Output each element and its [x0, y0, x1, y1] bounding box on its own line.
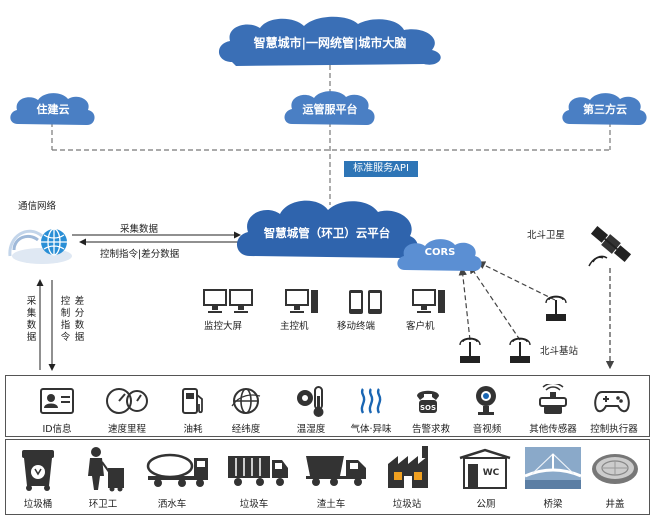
bridge-icon — [524, 447, 582, 489]
gas-odor-icon — [360, 388, 382, 414]
desktop-computer-icon — [285, 289, 318, 313]
cloud-right-label: 第三方云 — [583, 103, 627, 116]
sensor-label-3: 经纬度 — [231, 424, 261, 435]
sensor-label-1: 速度里程 — [107, 424, 146, 435]
sos-phone-icon: SOS — [417, 390, 439, 413]
svg-text:SOS: SOS — [420, 404, 436, 412]
thermometer-icon — [297, 386, 324, 417]
wifi-globe-icon — [8, 228, 72, 264]
vertical-control-label: 控制指令 — [60, 296, 71, 343]
fuel-pump-icon — [182, 388, 203, 414]
garbage-truck-icon — [228, 456, 288, 486]
sensor-label-7: 音视频 — [472, 424, 502, 435]
object-label-8: 井盖 — [605, 499, 625, 510]
cloud-left — [10, 93, 95, 126]
sensor-label-4: 温湿度 — [296, 424, 326, 435]
cloud-top-label: 智慧城市|一网统管|城市大脑 — [253, 36, 407, 50]
svg-text:WC: WC — [483, 468, 500, 478]
object-label-2: 洒水车 — [157, 499, 187, 510]
api-label: 标准服务API — [344, 161, 418, 177]
globe-icon — [231, 388, 261, 414]
client-computer-icon — [412, 289, 445, 313]
cloud-cors-label: CORS — [424, 247, 456, 258]
control-diff-label: 控制指令|差分数据 — [100, 249, 180, 260]
terminal-label-3: 客户机 — [406, 321, 435, 332]
monitor-wall-icon — [203, 289, 253, 313]
dump-truck-icon — [306, 456, 366, 486]
sensor-label-9: 控制执行器 — [590, 424, 638, 435]
base-station-label: 北斗基站 — [540, 346, 579, 357]
cloud-left-label: 住建云 — [36, 103, 70, 116]
speedometer-icon — [106, 388, 148, 414]
cloud-top — [218, 16, 441, 66]
sensor-label-0: ID信息 — [42, 424, 72, 435]
cloud-cors — [397, 239, 482, 272]
object-label-3: 垃圾车 — [239, 499, 269, 510]
manhole-cover-icon — [592, 454, 638, 484]
sensor-icon — [539, 384, 567, 414]
sensor-label-2: 油耗 — [183, 424, 203, 435]
object-label-0: 垃圾桶 — [23, 499, 53, 510]
mobile-phone-icon — [349, 290, 382, 314]
satellite-label: 北斗卫星 — [527, 230, 566, 241]
cloud-middle — [284, 91, 375, 126]
object-label-1: 环卫工 — [88, 499, 118, 510]
object-label-7: 桥梁 — [543, 499, 563, 510]
cloud-right — [562, 93, 647, 126]
terminal-label-0: 监控大屏 — [204, 321, 243, 332]
toilet-icon: WC — [459, 448, 511, 489]
id-card-icon — [40, 388, 74, 414]
sensor-label-8: 其他传感器 — [529, 424, 577, 435]
camera-icon — [476, 386, 496, 415]
sensor-label-5: 气体·异味 — [350, 424, 392, 435]
object-label-4: 渣土车 — [316, 499, 346, 510]
sanitation-worker-icon — [88, 447, 124, 492]
object-label-6: 公厕 — [476, 499, 496, 510]
cloud-middle-label: 运管服平台 — [302, 103, 358, 116]
cloud-main-label: 智慧城管（环卫）云平台 — [263, 226, 391, 240]
base-station-icon-3 — [459, 337, 481, 363]
sensor-label-6: 告警求救 — [411, 424, 450, 435]
satellite-icon — [588, 226, 632, 267]
terminal-label-1: 主控机 — [280, 321, 309, 332]
base-station-icon-1 — [545, 295, 567, 321]
vertical-diff-label: 差分数据 — [74, 296, 85, 343]
network-label: 通信网络 — [18, 201, 57, 212]
object-label-5: 垃圾站 — [392, 499, 422, 510]
waste-station-icon — [388, 446, 428, 488]
cloud-main — [236, 200, 418, 259]
vertical-collect-label: 采集数据 — [26, 296, 37, 343]
base-station-icon-2 — [509, 337, 531, 363]
collect-data-label: 采集数据 — [120, 224, 159, 235]
gamepad-icon — [594, 391, 630, 413]
sprinkler-truck-icon — [146, 453, 208, 487]
trash-bin-icon — [22, 450, 54, 491]
terminal-label-2: 移动终端 — [337, 321, 376, 332]
